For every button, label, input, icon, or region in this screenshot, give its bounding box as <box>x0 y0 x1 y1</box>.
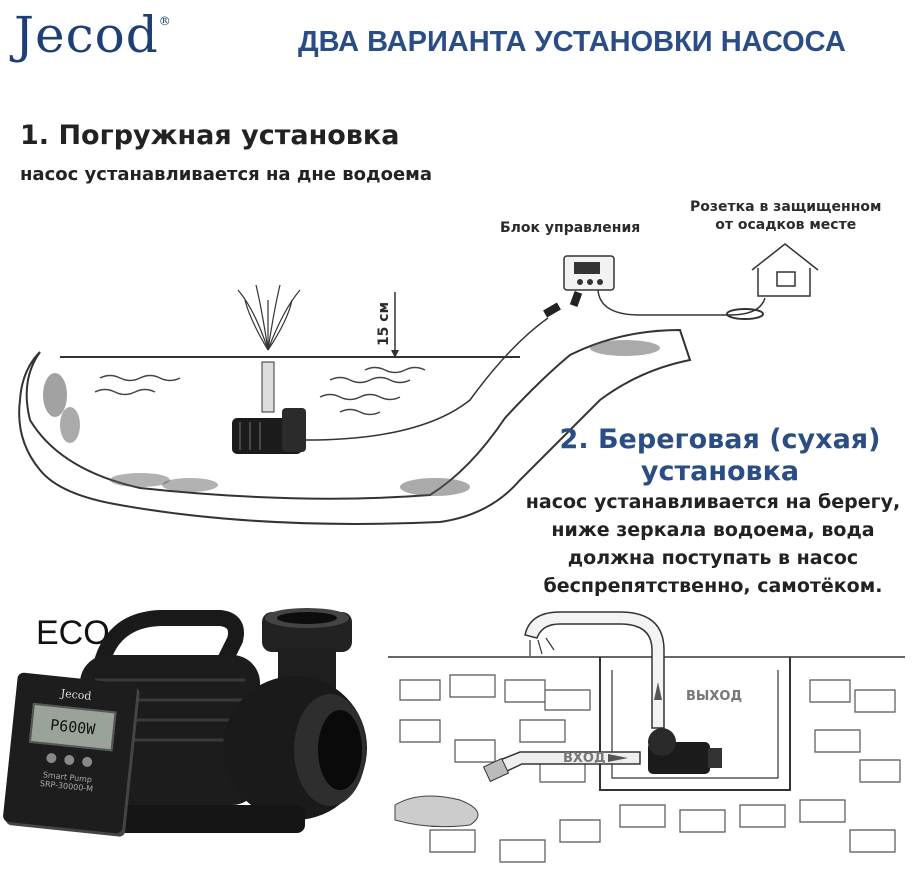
page-title: ДВА ВАРИАНТА УСТАНОВКИ НАСОСА <box>298 26 846 58</box>
outlet-flow-arrow <box>654 682 662 700</box>
socket-label-line2: от осадков месте <box>715 217 857 233</box>
pond-bank-debris <box>394 795 479 828</box>
option2-heading-line1: 2. Береговая (сухая) <box>559 424 881 455</box>
dry-pump <box>648 728 722 774</box>
option2-description-line4: беспрепятственно, самотёком. <box>543 575 883 597</box>
option2-description-line1: насос устанавливается на берегу, <box>525 491 901 513</box>
option2-description-line3: должна поступать в насос <box>567 547 859 569</box>
pump-pit <box>599 657 791 791</box>
controller-display: P600W <box>28 702 117 752</box>
socket-label-line1: Розетка в защищенном <box>690 199 882 215</box>
socket-label: Розетка в защищенном от осадков месте <box>690 198 881 234</box>
option1-heading: 1. Погружная установка <box>20 120 400 151</box>
socket-power-cable <box>597 289 766 316</box>
option2-heading-line2: установка <box>640 456 800 487</box>
option1-description: насос устанавливается на дне водоема <box>20 164 433 185</box>
outlet-pipe <box>524 611 665 729</box>
intake-flow-arrow <box>608 754 628 762</box>
pond-outline <box>18 328 692 525</box>
controller-button-icon[interactable] <box>81 756 93 768</box>
option2-description-line2: ниже зеркала водоема, вода <box>551 519 875 541</box>
intake-strainer <box>482 757 510 783</box>
pond-stones <box>43 340 660 496</box>
controller-button-icon[interactable] <box>63 754 75 766</box>
pump-power-cable <box>305 317 549 441</box>
controller-button-icon[interactable] <box>45 752 57 764</box>
controller-box: Jecod P600W Smart Pump SRP-30000-M <box>2 672 138 834</box>
inlet-label: ВХОД <box>563 751 606 766</box>
fountain-spray <box>237 284 301 351</box>
cable-coil <box>726 308 764 320</box>
registered-mark: ® <box>158 14 172 28</box>
brand-logo: Jecod® <box>14 6 172 64</box>
control-unit <box>563 255 615 307</box>
water-waves <box>94 366 426 416</box>
brand-logo-text: Jecod <box>14 6 159 64</box>
outlet-water-splash <box>529 637 555 656</box>
pump-base <box>95 805 305 833</box>
pump-handle <box>92 610 244 678</box>
control-unit-label: Блок управления <box>500 220 641 236</box>
option2-heading: 2. Береговая (сухая) установка <box>520 424 918 488</box>
option2-description: насос устанавливается на берегу, ниже зе… <box>508 488 918 600</box>
outlet-label: ВЫХОД <box>686 689 743 704</box>
submerged-pump <box>232 408 306 454</box>
protected-socket-house <box>751 243 819 297</box>
eco-badge: ECO <box>36 614 110 652</box>
fountain-riser-pipe <box>261 361 275 413</box>
cable-connector <box>543 302 561 318</box>
controller-display-value: P600W <box>49 715 97 739</box>
depth-marker-arrow <box>391 350 399 358</box>
